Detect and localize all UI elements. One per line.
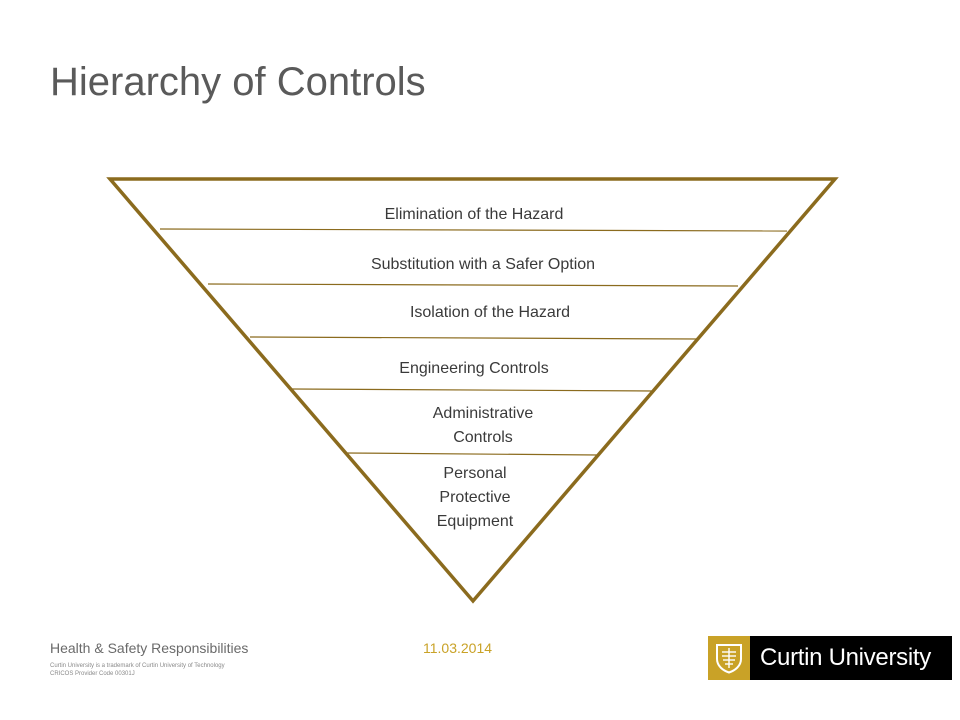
curtin-crest-icon — [708, 636, 750, 680]
footer-fine-print: Curtin University is a trademark of Curt… — [50, 662, 225, 678]
level-label-line: Protective — [439, 489, 510, 506]
footer-subject: Health & Safety Responsibilities — [50, 640, 249, 656]
curtin-logo: Curtin University — [708, 636, 952, 680]
level-divider — [345, 452, 599, 456]
footer-date: 11.03.2014 — [423, 640, 493, 656]
slide-title: Hierarchy of Controls — [50, 60, 426, 104]
level-label-line: Engineering Controls — [399, 360, 548, 377]
level-label-line: Elimination of the Hazard — [385, 206, 564, 223]
cricos-code: CRICOS Provider Code 00301J — [50, 671, 135, 677]
level-label-line: Substitution with a Safer Option — [371, 256, 595, 273]
level-divider — [159, 228, 788, 232]
level-label-line: Administrative — [433, 405, 534, 422]
level-divider — [207, 283, 739, 287]
level-divider — [249, 336, 700, 340]
pyramid-level-1-label: Elimination of the Hazard — [385, 206, 564, 223]
pyramid-outline — [106, 177, 839, 604]
level-label-line: Personal — [443, 465, 506, 482]
level-label-line: Isolation of the Hazard — [410, 304, 570, 321]
pyramid-level-4-label: Engineering Controls — [399, 360, 548, 377]
level-label-line: Equipment — [437, 513, 514, 530]
curtin-wordmark: Curtin University — [750, 636, 952, 680]
level-divider — [291, 388, 654, 392]
level-label-line: Controls — [453, 429, 513, 446]
pyramid-level-3-label: Isolation of the Hazard — [410, 304, 570, 321]
trademark-notice: Curtin University is a trademark of Curt… — [50, 663, 225, 669]
pyramid-level-2-label: Substitution with a Safer Option — [371, 256, 595, 273]
